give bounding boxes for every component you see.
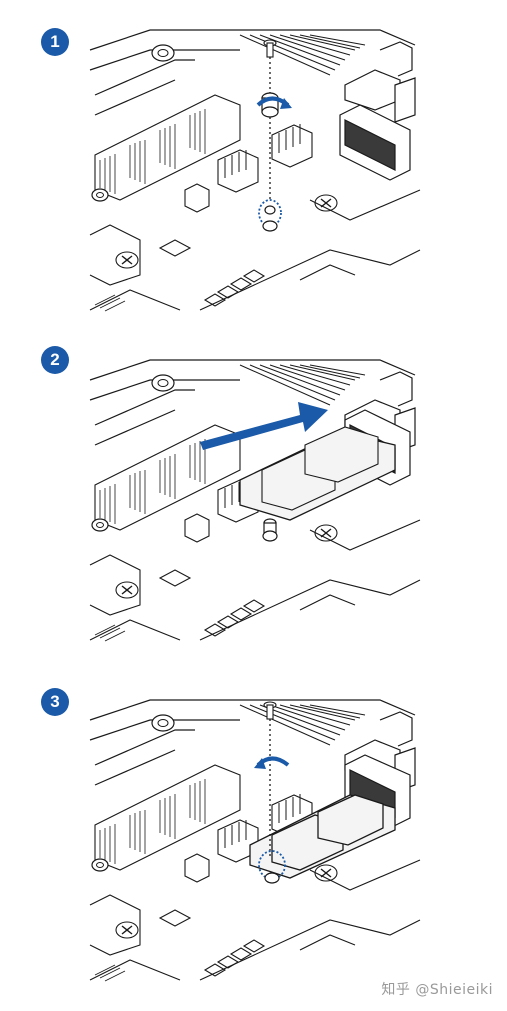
step-1-panel: 1 — [0, 10, 507, 330]
standoff-icon — [262, 518, 278, 542]
step-2-illustration — [89, 359, 421, 642]
watermark: 知乎 @Shieieiki — [381, 982, 493, 998]
step-number-badge: 2 — [41, 346, 69, 374]
step-3-panel: 3 — [0, 680, 507, 1000]
mount-hole-icon — [258, 199, 282, 227]
step-number-badge: 1 — [41, 28, 69, 56]
m2-slot — [339, 104, 411, 181]
step-number-badge: 3 — [41, 688, 69, 716]
m2-card — [249, 794, 396, 879]
step-3-illustration — [89, 699, 421, 982]
step-2-panel: 2 — [0, 340, 507, 660]
step-1-illustration — [89, 29, 421, 312]
insert-arrow-icon — [200, 402, 328, 450]
m2-card — [239, 426, 396, 521]
screw-icon — [263, 39, 277, 58]
